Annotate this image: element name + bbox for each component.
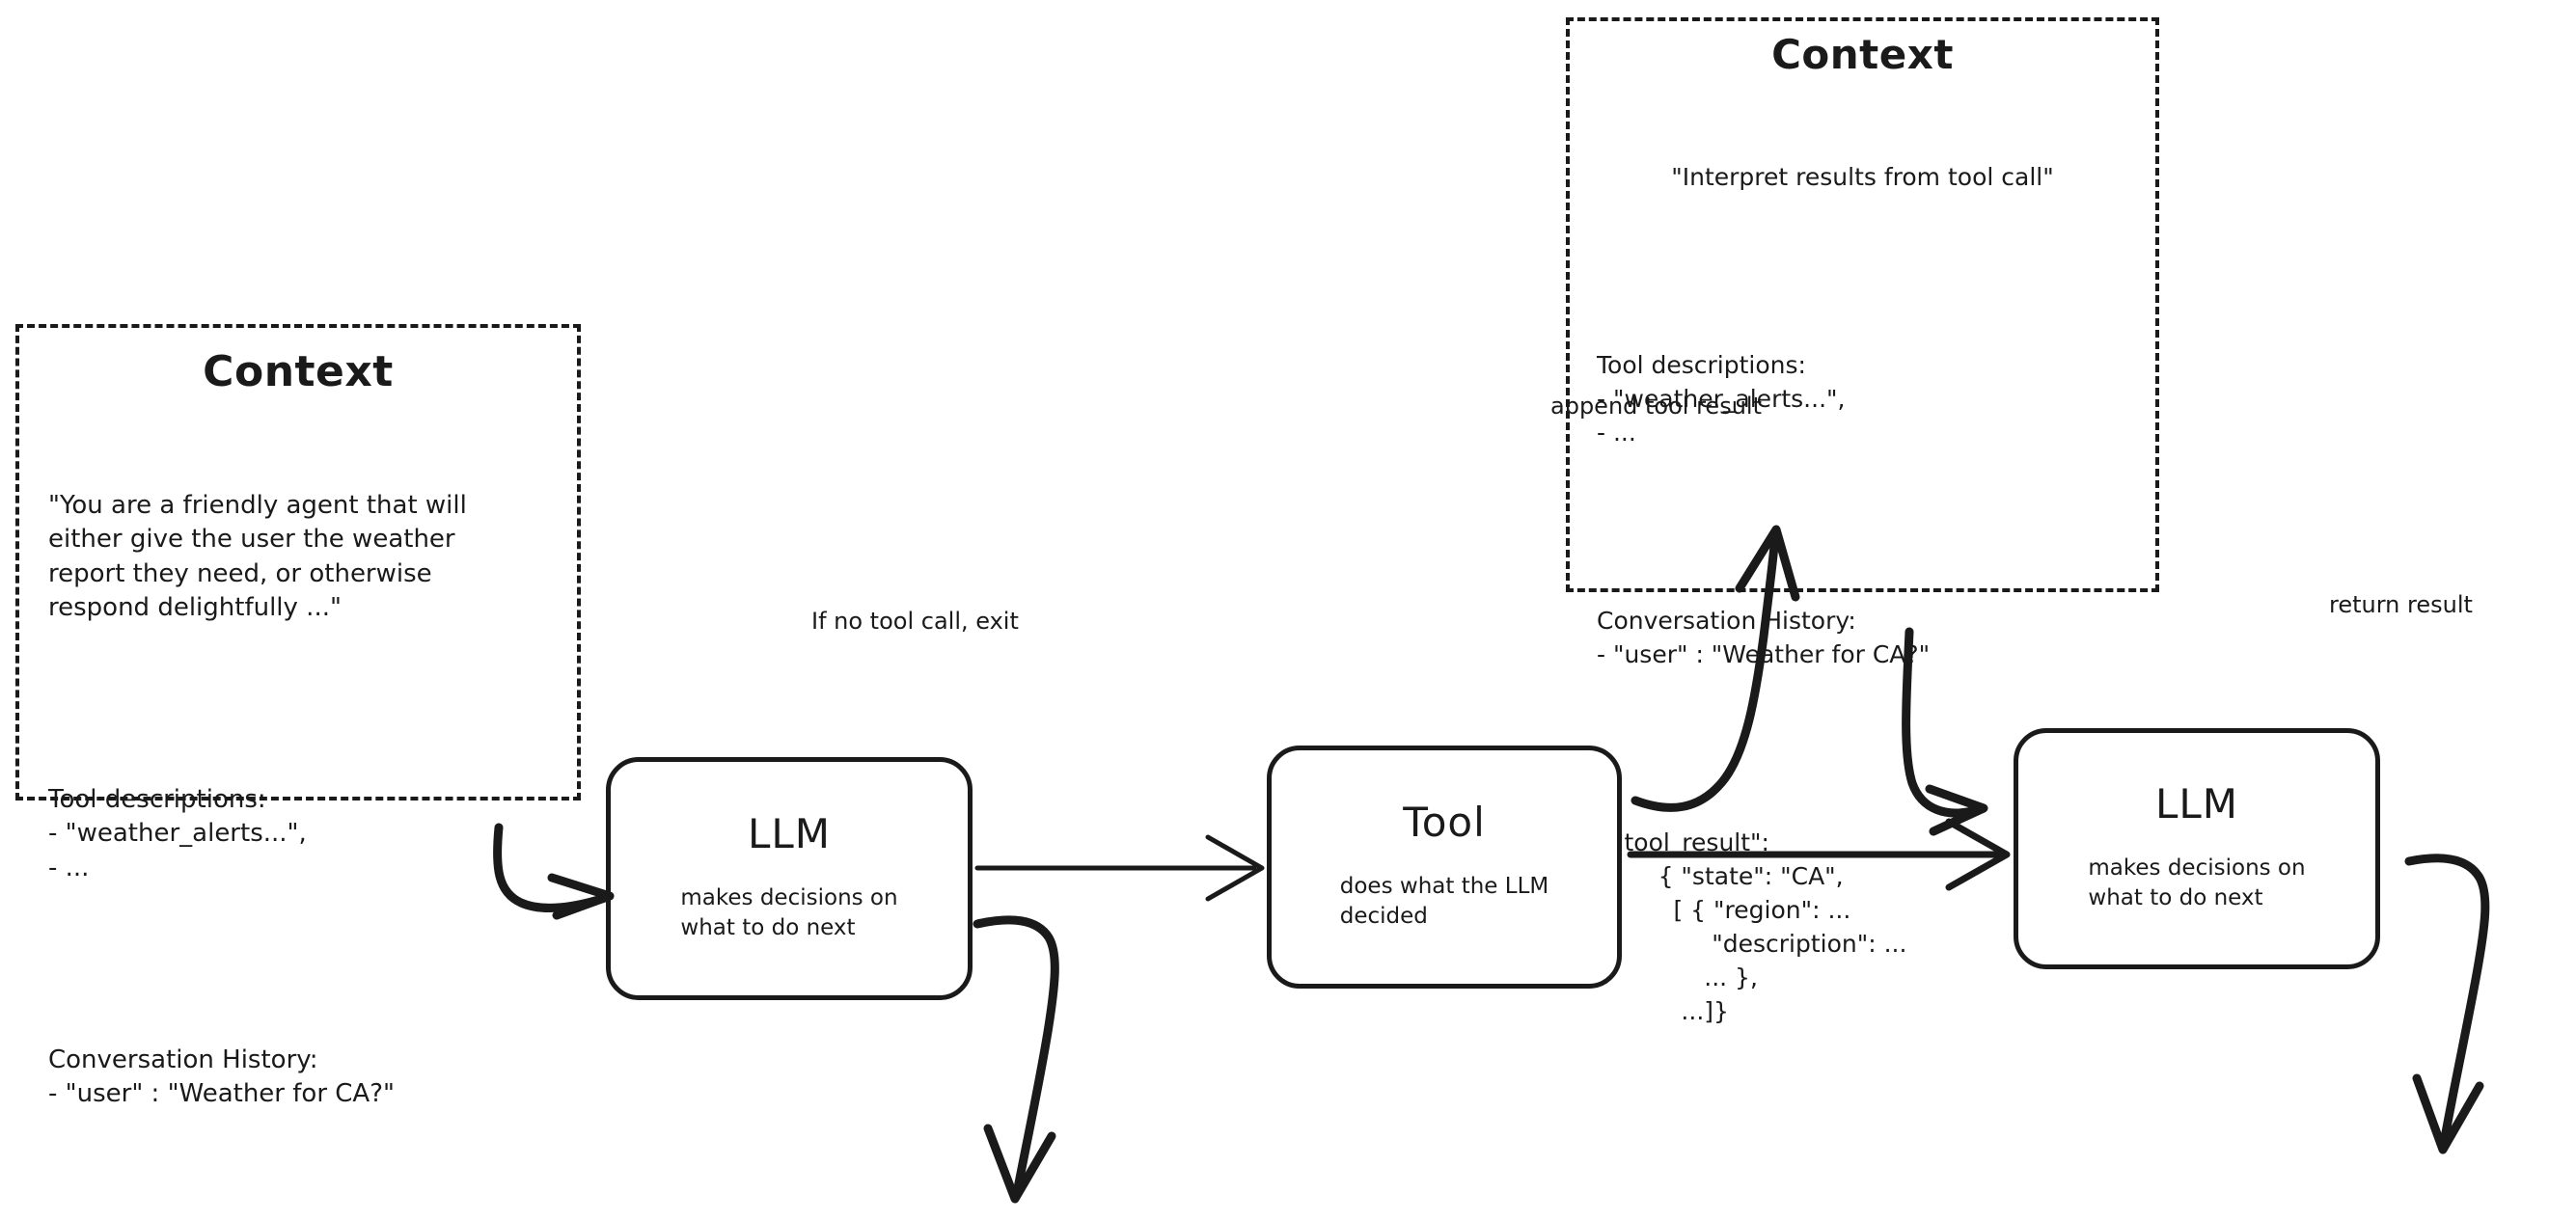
node-llm-second[interactable]: LLM makes decisions on what to do next (2014, 728, 2380, 969)
context-left-system-prompt: "You are a friendly agent that will eith… (48, 491, 467, 623)
arrow-llm-to-tool (974, 834, 1265, 902)
node-tool-subtitle: does what the LLM decided (1339, 874, 1549, 929)
node-llm-first[interactable]: LLM makes decisions on what to do next (606, 757, 973, 1000)
arrow-label-append-tool-result: append tool result (1550, 393, 1762, 420)
context-box-right: Context "Interpret results from tool cal… (1566, 17, 2159, 1025)
context-left-conversation-history: Conversation History: - "user" : "Weathe… (48, 1045, 395, 1108)
context-left-body: "You are a friendly agent that will eith… (48, 421, 548, 1180)
arrow-label-return-result: return result (2329, 591, 2473, 618)
spacer (1597, 261, 2128, 281)
arrow-if-no-tool-call-exit (973, 915, 1059, 1204)
spacer (1597, 517, 2128, 536)
context-right-quote: "Interpret results from tool call" (1671, 163, 2054, 192)
node-llm-first-title: LLM (747, 810, 832, 858)
node-llm-first-subtitle: makes decisions on what to do next (680, 885, 898, 940)
context-right-tool-descriptions: Tool descriptions: - "weather_alerts..."… (1597, 351, 1846, 448)
arrow-label-if-no-tool-call-exit: If no tool call, exit (811, 608, 1019, 635)
context-right-title: Context (1771, 31, 1954, 78)
context-left-title: Context (203, 347, 394, 396)
arrow-return-result (2404, 854, 2490, 1154)
context-box-left: Context "You are a friendly agent that w… (15, 324, 581, 1108)
context-right-tool-result: - "tool_result": { "state": "CA", [ { "r… (1597, 828, 1907, 1026)
node-tool[interactable]: Tool does what the LLM decided (1267, 746, 1622, 989)
node-llm-second-subtitle: makes decisions on what to do next (2088, 855, 2306, 910)
node-llm-second-title: LLM (2154, 780, 2239, 828)
spacer (48, 693, 548, 715)
context-right-conversation-history: Conversation History: - "user" : "Weathe… (1597, 607, 1931, 669)
spacer (48, 954, 548, 975)
node-tool-title: Tool (1403, 799, 1486, 847)
context-left-tool-descriptions: Tool descriptions: - "weather_alerts..."… (48, 784, 307, 882)
